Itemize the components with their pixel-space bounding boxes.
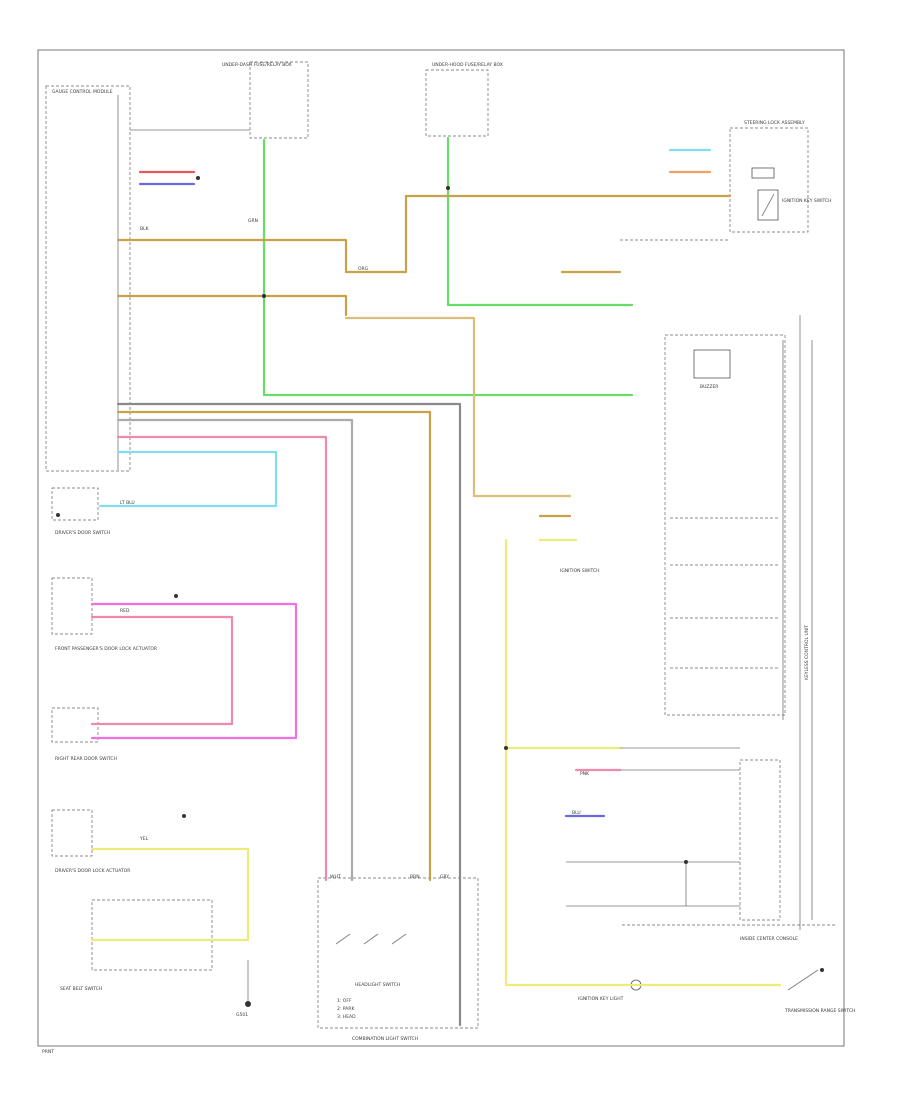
tag-grn: GRN [248, 218, 258, 224]
headlight-switch-blade-1 [335, 933, 351, 945]
splice-6 [174, 594, 178, 598]
driver-door-lock-box [51, 809, 93, 857]
rear-door-switch-box [51, 707, 99, 743]
seat-belt-switch-label: SEAT BELT SWITCH [60, 986, 102, 992]
wire-cyan [98, 450, 278, 508]
door-lock-module-box [739, 759, 781, 921]
wire-gray-light [116, 418, 354, 882]
diagram-border [37, 49, 845, 1047]
wire-tan-left [116, 238, 348, 274]
wire-tan-light [344, 316, 572, 498]
wire-tan-upper [344, 194, 732, 274]
wire-gray-main [116, 402, 462, 1027]
under-dash-fuse-box [249, 61, 309, 139]
ignition-key-switch-blade [761, 193, 775, 217]
switch-line-3: 3: HEAD [337, 1014, 356, 1020]
buzzer-label: BUZZER [700, 384, 718, 390]
steering-lock-contact [751, 167, 775, 179]
switch-line-1: 1: OFF [337, 998, 352, 1004]
splice-1 [262, 294, 266, 298]
buzzer-symbol [693, 349, 731, 379]
underhood-fuse-label: UNDER-HOOD FUSE/RELAY BOX [432, 62, 503, 68]
console-bottom-label: INSIDE CENTER CONSOLE [740, 936, 798, 942]
seat-belt-switch-box [91, 899, 213, 971]
headlight-switch-blade-2 [363, 933, 379, 945]
tag-lt-blu: LT BLU [120, 500, 135, 506]
tag-red: RED [120, 608, 130, 614]
tag-org: ORG [358, 266, 369, 272]
gauge-control-label: GAUGE CONTROL MODULE [52, 89, 113, 95]
splice-7 [182, 814, 186, 818]
ignition-key-switch-symbol [757, 189, 779, 221]
wire-pink-main [116, 435, 328, 882]
splice-5 [196, 176, 200, 180]
driver-door-switch-box [51, 487, 99, 521]
keyless-control-label: KEYLESS CONTROL UNIT [804, 625, 810, 680]
front-door-lock-label: FRONT PASSENGER'S DOOR LOCK ACTUATOR [55, 646, 157, 652]
tag-wht: WHT [330, 874, 341, 880]
ignition-light-label: IGNITION KEY LIGHT [578, 996, 624, 1002]
keyless-control-unit-box [664, 334, 786, 716]
driver-door-lock-label: DRIVER'S DOOR LOCK ACTUATOR [55, 868, 130, 874]
ground-label: G501 [236, 1012, 248, 1018]
combination-light-switch-box [317, 877, 479, 1029]
driver-door-switch-label: DRIVER'S DOOR SWITCH [55, 530, 110, 536]
wire-yellow-main [504, 538, 782, 987]
combination-light-switch-label: COMBINATION LIGHT SWITCH [352, 1036, 418, 1042]
ignition-key-switch-label: IGNITION KEY SWITCH [782, 198, 832, 204]
wire-green-underhood [446, 136, 634, 307]
ignition-label: IGNITION SWITCH [560, 568, 600, 574]
tag-blu: BLU [572, 810, 581, 816]
tag-yel: YEL [139, 836, 149, 842]
transmission-switch-blade [787, 969, 819, 991]
wire-magenta-door [90, 602, 298, 740]
wire-tan-mid [116, 294, 348, 317]
tag-brn: BRN [410, 874, 420, 880]
driver-door-switch-ground [56, 513, 60, 517]
footer-mark: PRNT [42, 1049, 54, 1055]
headlight-switch-label: HEADLIGHT SWITCH [355, 982, 400, 988]
wire-yellow-left [90, 847, 250, 942]
gauge-control-module-box [45, 85, 131, 472]
steering-lock-label: STEERING LOCK ASSEMBLY [744, 120, 805, 126]
tag-gry: GRY [440, 874, 449, 880]
rear-door-switch-label: RIGHT REAR DOOR SWITCH [55, 756, 117, 762]
tag-blk: BLK [140, 226, 150, 232]
underhood-fuse-box [425, 69, 489, 137]
ground-symbol [245, 1001, 251, 1007]
steering-lock-box [729, 127, 809, 233]
splice-2 [446, 186, 450, 190]
wire-pink-door [90, 615, 234, 726]
under-dash-fuse-label: UNDER-DASH FUSE/RELAY BOX [222, 62, 292, 68]
transmission-range-label: TRANSMISSION RANGE SWITCH [784, 1008, 855, 1014]
splice-3 [504, 746, 508, 750]
front-door-lock-box [51, 577, 93, 635]
tag-pnk: PNK [580, 771, 590, 777]
transmission-switch-contact [820, 968, 824, 972]
switch-line-2: 2: PARK [337, 1006, 355, 1012]
wire-green-main [262, 138, 634, 397]
headlight-switch-blade-3 [391, 933, 407, 945]
wire-tan-down [116, 410, 432, 882]
splice-4 [684, 860, 688, 864]
